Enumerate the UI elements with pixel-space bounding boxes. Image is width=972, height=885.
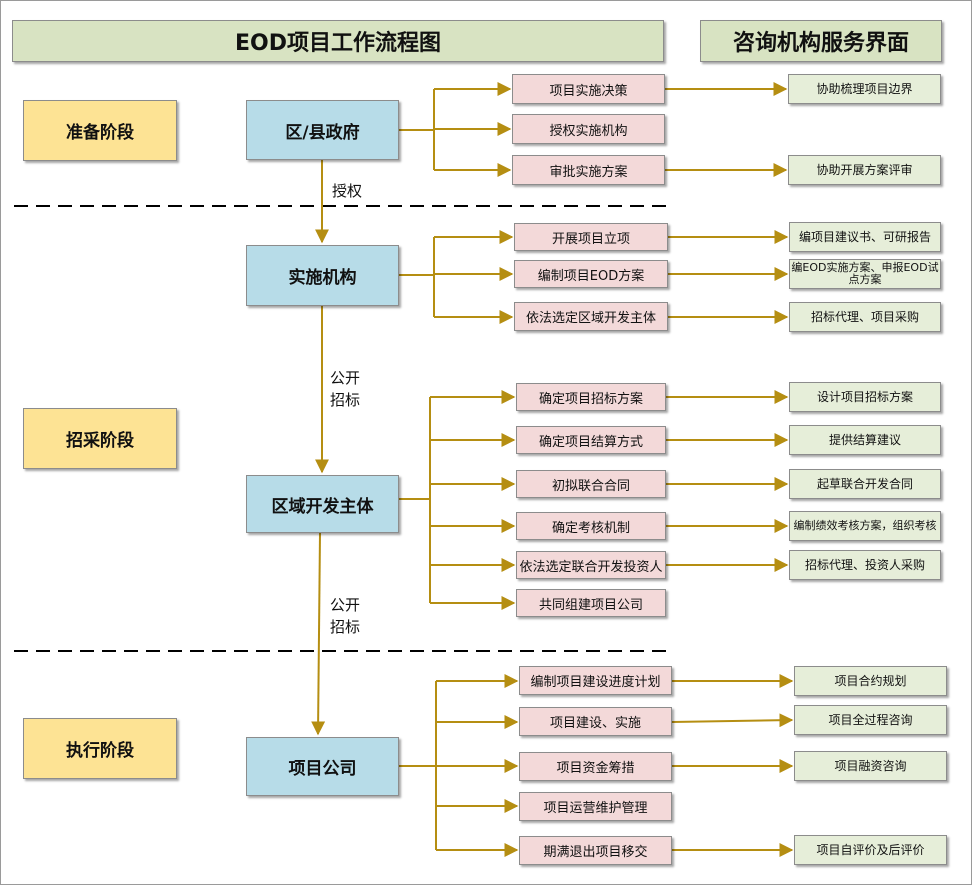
main-title: EOD项目工作流程图 xyxy=(12,20,664,62)
edge-label-line: 招标 xyxy=(330,618,361,636)
task-node: 项目建设、实施 xyxy=(519,707,672,736)
actor-gov: 区/县政府 xyxy=(246,100,399,160)
service-node: 项目自评价及后评价 xyxy=(794,835,947,865)
task-node: 确定考核机制 xyxy=(516,512,666,540)
service-node: 招标代理、投资人采购 xyxy=(789,550,941,580)
task-node: 依法选定区域开发主体 xyxy=(514,302,668,331)
service-node: 编制绩效考核方案，组织考核 xyxy=(789,511,941,541)
task-node: 授权实施机构 xyxy=(512,114,665,144)
task-node: 确定项目结算方式 xyxy=(516,426,666,454)
service-node: 协助梳理项目边界 xyxy=(788,74,941,104)
edge-label-authorize: 授权 xyxy=(332,182,363,200)
service-node: 起草联合开发合同 xyxy=(789,469,941,499)
phase-procure: 招采阶段 xyxy=(23,408,177,469)
task-node: 编制项目EOD方案 xyxy=(514,260,668,288)
service-node: 提供结算建议 xyxy=(789,425,941,455)
task-node: 共同组建项目公司 xyxy=(516,589,666,617)
phase-prep: 准备阶段 xyxy=(23,100,177,161)
task-node: 开展项目立项 xyxy=(514,223,668,251)
service-node: 编项目建议书、可研报告 xyxy=(789,222,941,252)
task-node: 项目资金筹措 xyxy=(519,752,672,781)
edge-label-line: 公开 xyxy=(330,369,361,387)
task-node: 初拟联合合同 xyxy=(516,470,666,498)
task-node: 依法选定联合开发投资人 xyxy=(516,551,666,579)
service-node: 项目合约规划 xyxy=(794,666,947,696)
task-node: 项目实施决策 xyxy=(512,74,665,104)
edge-label-tender: 公开 招标 xyxy=(330,594,360,638)
flow-arrow xyxy=(311,532,326,736)
task-node: 项目运营维护管理 xyxy=(519,792,672,821)
service-node: 项目全过程咨询 xyxy=(794,705,947,735)
service-node: 编EOD实施方案、申报EOD试点方案 xyxy=(789,259,941,289)
actor-dev: 区域开发主体 xyxy=(246,475,399,533)
phase-exec: 执行阶段 xyxy=(23,718,177,779)
side-title: 咨询机构服务界面 xyxy=(700,20,942,62)
actor-impl: 实施机构 xyxy=(246,245,399,306)
service-node: 招标代理、项目采购 xyxy=(789,302,941,332)
edge-label-line: 公开 xyxy=(330,596,361,614)
task-node: 期满退出项目移交 xyxy=(519,836,672,865)
service-node: 项目融资咨询 xyxy=(794,751,947,781)
service-node: 协助开展方案评审 xyxy=(788,155,941,185)
service-arrow xyxy=(671,713,794,728)
edge-label-line: 招标 xyxy=(330,391,361,409)
task-node: 审批实施方案 xyxy=(512,155,665,185)
task-node: 编制项目建设进度计划 xyxy=(519,666,672,695)
service-node: 设计项目招标方案 xyxy=(789,382,941,412)
actor-co: 项目公司 xyxy=(246,737,399,796)
edge-label-tender: 公开 招标 xyxy=(330,367,360,411)
task-node: 确定项目招标方案 xyxy=(516,383,666,411)
